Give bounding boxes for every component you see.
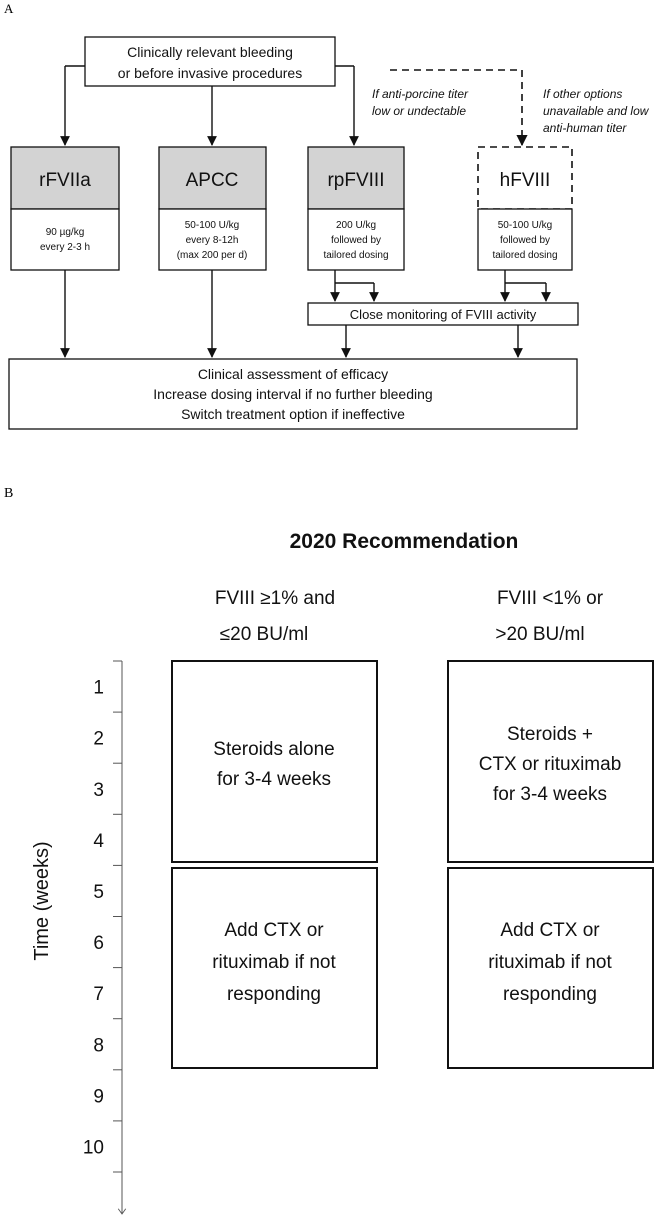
treatment-dose: every 2-3 h xyxy=(40,242,90,253)
monitoring-connectors xyxy=(330,270,551,302)
svg-text:Add CTX or: Add CTX or xyxy=(500,920,600,941)
week-label: 6 xyxy=(93,933,104,954)
svg-text:rituximab if not: rituximab if not xyxy=(212,952,336,973)
week-labels: 1 2 3 4 5 6 7 8 9 10 xyxy=(83,678,105,1159)
svg-text:anti-human titer: anti-human titer xyxy=(543,121,627,135)
svg-text:unavailable and low: unavailable and low xyxy=(543,104,650,118)
svg-text:>20 BU/ml: >20 BU/ml xyxy=(495,624,584,645)
assessment-box: Clinical assessment of efficacy Increase… xyxy=(8,358,578,430)
top-connectors xyxy=(60,65,528,147)
week-label: 9 xyxy=(93,1086,104,1107)
treatment-name: rFVIIa xyxy=(39,170,91,191)
treatment-hfviii: hFVIII 50-100 U/kg followed by tailored … xyxy=(477,146,573,271)
assessment-connectors xyxy=(60,270,523,358)
treatment-rpfviii: rpFVIII 200 U/kg followed by tailored do… xyxy=(307,146,405,271)
svg-text:responding: responding xyxy=(503,984,597,1005)
axis-ticks xyxy=(113,660,122,1173)
treatment-dose: 50-100 U/kg xyxy=(498,220,552,231)
svg-text:CTX or rituximab: CTX or rituximab xyxy=(479,754,622,775)
panel-b-label: B xyxy=(4,486,13,501)
time-axis: 1 2 3 4 5 6 7 8 9 10 xyxy=(83,660,122,1214)
week-label: 8 xyxy=(93,1035,104,1056)
right-top-box: Steroids + CTX or rituximab for 3-4 week… xyxy=(447,660,654,863)
treatment-dose: tailored dosing xyxy=(323,250,388,261)
monitoring-box: Close monitoring of FVIII activity xyxy=(307,302,579,326)
monitoring-text: Close monitoring of FVIII activity xyxy=(350,307,537,322)
top-box-line-1: Clinically relevant bleeding xyxy=(127,44,293,60)
svg-text:FVIII ≥1% and: FVIII ≥1% and xyxy=(215,588,335,609)
week-label: 7 xyxy=(93,984,104,1005)
treatment-dose: every 8-12h xyxy=(186,235,239,246)
assessment-line-3: Switch treatment option if ineffective xyxy=(181,406,405,422)
panel-a-label: A xyxy=(4,1,14,16)
svg-text:low or undectable: low or undectable xyxy=(372,104,466,118)
note-anti-porcine: If anti-porcine titer low or undectable xyxy=(372,87,469,118)
treatment-dose: tailored dosing xyxy=(492,250,557,261)
treatment-dose: 90 µg/kg xyxy=(46,227,85,238)
svg-text:for 3-4 weeks: for 3-4 weeks xyxy=(217,769,331,790)
col-left-header: FVIII ≥1% and ≤20 BU/ml xyxy=(215,588,335,645)
note-other-options: If other options unavailable and low ant… xyxy=(543,87,650,135)
col-right-header: FVIII <1% or >20 BU/ml xyxy=(495,588,603,645)
treatment-apcc: APCC 50-100 U/kg every 8-12h (max 200 pe… xyxy=(158,146,267,271)
week-label: 10 xyxy=(83,1137,104,1158)
svg-text:FVIII <1% or: FVIII <1% or xyxy=(497,588,604,609)
svg-text:If other options: If other options xyxy=(543,87,622,101)
treatment-dose: 50-100 U/kg xyxy=(185,220,239,231)
top-box: Clinically relevant bleeding or before i… xyxy=(84,36,336,87)
week-label: 4 xyxy=(93,831,104,852)
svg-text:responding: responding xyxy=(227,984,321,1005)
svg-text:rituximab if not: rituximab if not xyxy=(488,952,612,973)
svg-text:If anti-porcine titer: If anti-porcine titer xyxy=(372,87,469,101)
treatment-name: hFVIII xyxy=(500,170,551,191)
treatment-rfviia: rFVIIa 90 µg/kg every 2-3 h xyxy=(10,146,120,271)
assessment-line-2: Increase dosing interval if no further b… xyxy=(153,386,432,402)
week-label: 2 xyxy=(93,729,104,750)
left-top-box: Steroids alone for 3-4 weeks xyxy=(171,660,378,863)
svg-text:Steroids alone: Steroids alone xyxy=(213,739,334,760)
left-bottom-box: Add CTX or rituximab if not responding xyxy=(171,867,378,1069)
treatment-name: APCC xyxy=(186,170,239,191)
svg-text:Add CTX or: Add CTX or xyxy=(224,920,324,941)
svg-text:for 3-4 weeks: for 3-4 weeks xyxy=(493,784,607,805)
treatment-dose: (max 200 per d) xyxy=(177,250,248,261)
week-label: 5 xyxy=(93,882,104,903)
week-label: 1 xyxy=(93,678,104,699)
treatment-dose: followed by xyxy=(331,235,381,246)
axis-label: Time (weeks) xyxy=(31,841,53,960)
week-label: 3 xyxy=(93,780,104,801)
assessment-line-1: Clinical assessment of efficacy xyxy=(198,366,388,382)
svg-text:≤20 BU/ml: ≤20 BU/ml xyxy=(220,624,309,645)
right-bottom-box: Add CTX or rituximab if not responding xyxy=(447,867,654,1069)
treatment-dose: 200 U/kg xyxy=(336,220,376,231)
recommendation-title: 2020 Recommendation xyxy=(290,530,519,553)
treatment-dose: followed by xyxy=(500,235,550,246)
svg-text:Steroids +: Steroids + xyxy=(507,724,593,745)
top-box-line-2: or before invasive procedures xyxy=(118,65,302,81)
treatment-name: rpFVIII xyxy=(327,170,384,191)
